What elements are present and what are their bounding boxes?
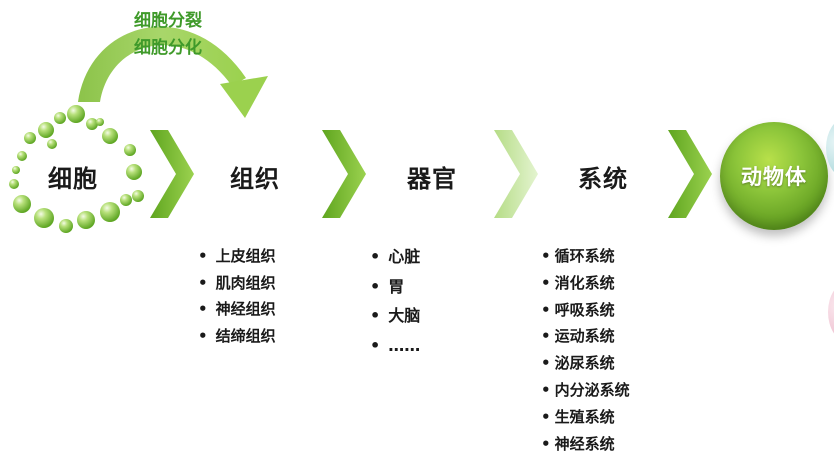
list-item: •心脏 (370, 247, 421, 266)
edge-circle-bottom (828, 282, 834, 342)
organism-circle: 动物体 (720, 122, 828, 230)
list-item: •…… (370, 335, 421, 355)
list-item: •运动系统 (541, 327, 615, 346)
bubble (132, 190, 144, 202)
bubble (13, 195, 31, 213)
bubble (17, 151, 27, 161)
list-item: •大脑 (370, 306, 421, 325)
bubble (102, 128, 118, 144)
cell-bubble-ring (9, 105, 144, 233)
stage-cell: 细胞 (48, 165, 98, 193)
chevron-arrow-2 (322, 130, 366, 218)
list-item: •内分泌系统 (541, 380, 630, 399)
chevron-arrow-1 (150, 130, 194, 218)
arc-arrow-body (78, 26, 246, 102)
bubble (59, 219, 73, 233)
bubble (77, 211, 95, 229)
bubble (12, 166, 20, 174)
list-item: •胃 (370, 276, 405, 296)
bubble (47, 139, 57, 149)
bubble (9, 179, 19, 189)
stage-tissue: 组织 (230, 165, 280, 193)
arc-arrow-head (220, 76, 268, 118)
list-item: •生殖系统 (541, 407, 615, 426)
list-item: •神经系统 (541, 434, 615, 453)
cell-division-label: 细胞分裂 (134, 11, 202, 31)
bubble (24, 132, 36, 144)
system-list: •循环系统 •消化系统 •呼吸系统 •运动系统 •泌尿系统 •内分泌系统 •生殖… (541, 243, 630, 457)
bubble (34, 208, 54, 228)
list-item: •结缔组织 (198, 327, 276, 346)
bubble (96, 118, 104, 126)
edge-circle-top (826, 118, 834, 178)
bubble (126, 164, 142, 180)
list-item: •泌尿系统 (541, 354, 615, 373)
bubble (54, 112, 66, 124)
bubble (124, 144, 136, 156)
list-item: •肌肉组织 (198, 273, 276, 292)
tissue-list: •上皮组织 •肌肉组织 •神经组织 •结缔组织 (198, 243, 276, 350)
bubble (67, 105, 85, 123)
list-item: •上皮组织 (198, 247, 276, 265)
list-item: •神经组织 (198, 300, 276, 319)
stage-system: 系统 (578, 165, 628, 193)
bubble (38, 122, 54, 138)
list-item: •消化系统 (541, 273, 615, 292)
list-item: •循环系统 (541, 247, 615, 265)
chevron-arrow-3 (494, 130, 538, 218)
stage-organ: 器官 (407, 165, 457, 193)
chevron-arrow-4 (668, 130, 712, 218)
stage-organism: 动物体 (741, 165, 807, 189)
bubble (86, 118, 98, 130)
organ-list: •心脏 •胃 •大脑 •…… (370, 242, 420, 360)
cell-differentiation-label: 细胞分化 (134, 38, 202, 58)
list-item: •呼吸系统 (541, 300, 615, 319)
bubble (100, 202, 120, 222)
bubble (120, 194, 132, 206)
